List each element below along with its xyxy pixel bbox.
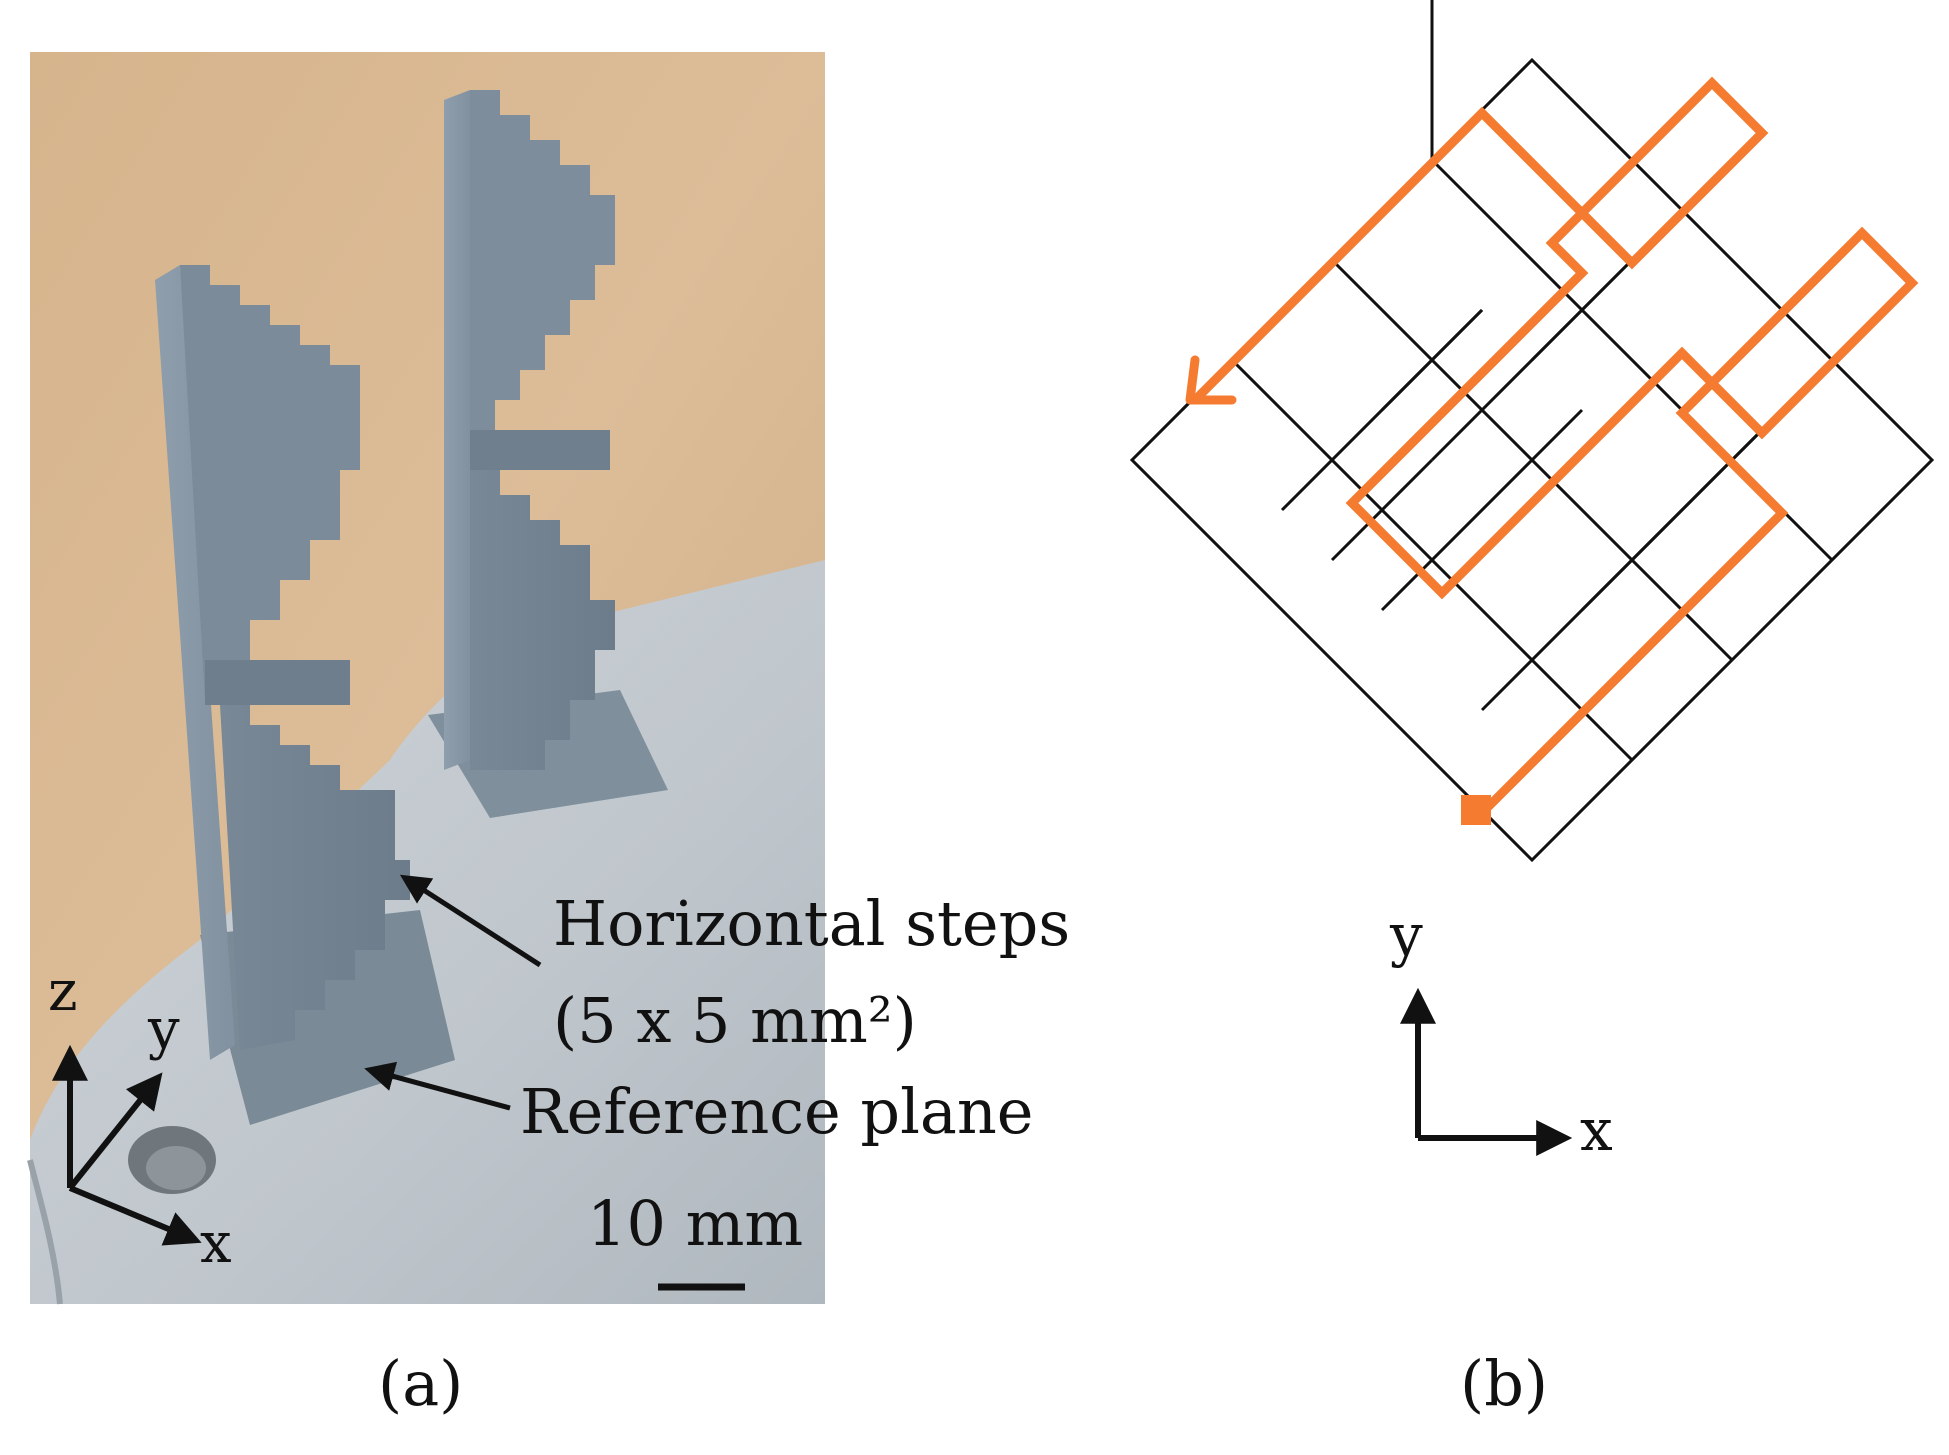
reference-pointer-arrow [364,1061,511,1111]
panel-a-caption: (a) [378,1347,463,1420]
x-axis-arrow [68,1185,202,1246]
front-part [155,265,410,1060]
panel-a-photo [27,52,825,1305]
build-plate-edge [27,1159,63,1305]
scan-end-arrowhead [1185,355,1237,405]
y-axis-arrow [67,1072,163,1190]
plate-hole-inner [146,1146,206,1190]
x-axis-label: x [200,1211,232,1276]
rear-part [444,90,615,770]
scan-start-marker [1461,795,1491,825]
b-x-axis-label: x [1580,1096,1613,1164]
panel-a-annotations: Horizontal steps (5 x 5 mm²) Reference p… [364,874,1070,1291]
panel-b-grid [1129,0,1935,863]
steps-label-line2: (5 x 5 mm²) [553,984,917,1057]
steps-label-line1: Horizontal steps [553,887,1070,960]
scan-path [1191,76,1919,817]
b-y-axis-label: y [1389,901,1423,969]
reference-plane-label: Reference plane [520,1075,1034,1148]
panel-a-axes: z y x [48,959,232,1276]
panel-b-caption: (b) [1460,1347,1548,1420]
panel-b-axes: y x [1389,901,1613,1164]
z-axis-label: z [48,959,78,1024]
scale-bar-label: 10 mm [587,1187,803,1260]
steps-pointer-arrow [399,874,542,968]
y-axis-label: y [147,997,180,1062]
